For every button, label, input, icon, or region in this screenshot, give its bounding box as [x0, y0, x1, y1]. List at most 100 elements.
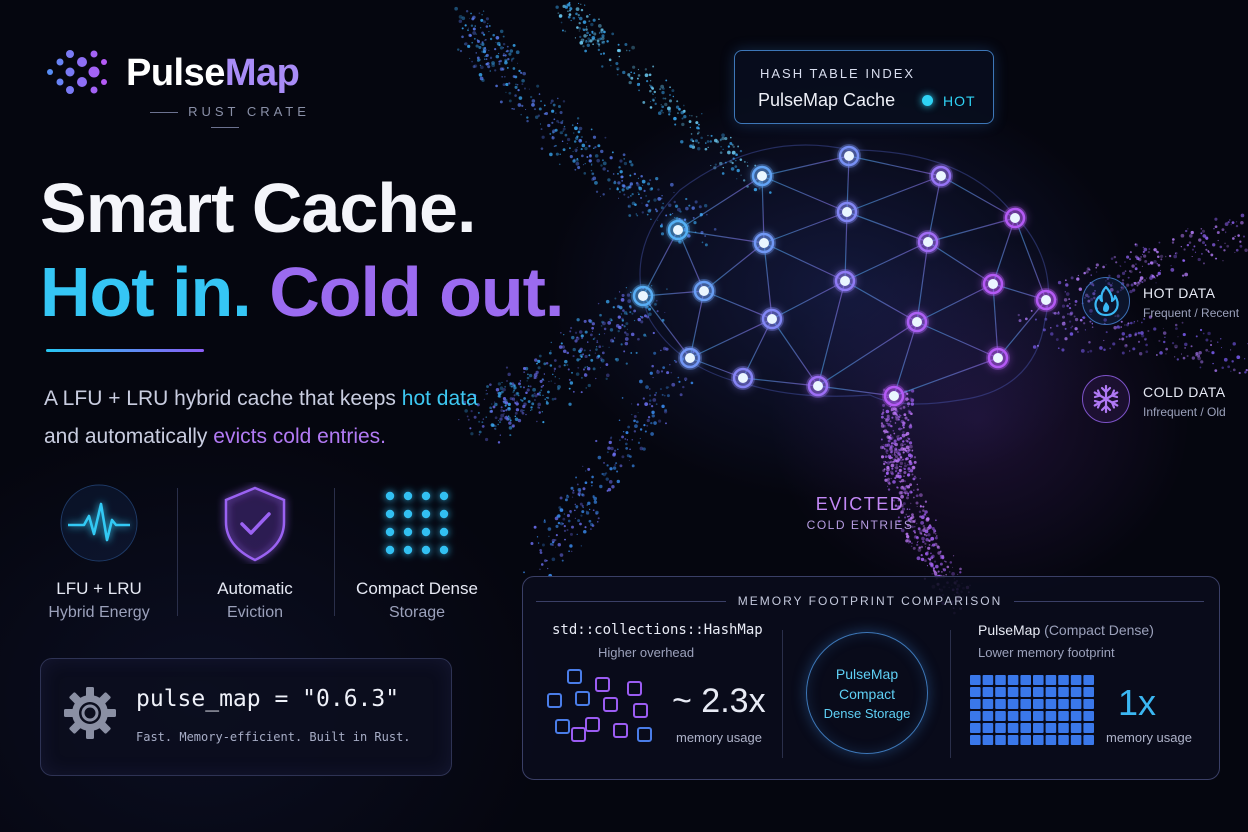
evicted-label: EVICTED: [815, 494, 905, 514]
network-node: [760, 307, 784, 331]
network-node: [929, 164, 953, 188]
dense-block: [1033, 711, 1044, 721]
logo-dot: [56, 78, 64, 86]
evicted-sub: COLD ENTRIES: [806, 518, 914, 532]
network-node: [750, 164, 774, 188]
network-node: [678, 346, 702, 370]
dense-block: [1083, 687, 1094, 697]
dense-block: [1058, 723, 1069, 733]
network-node: [806, 374, 830, 398]
cold-data-sub: Infrequent / Old: [1143, 405, 1226, 419]
flame-icon: [1094, 285, 1119, 317]
dense-block: [982, 687, 994, 697]
scattered-block: [627, 681, 642, 696]
hash-index-status: HOT: [943, 93, 976, 109]
scattered-block: [575, 691, 590, 706]
version-code[interactable]: pulse_map = "0.6.3": [136, 686, 400, 712]
dense-block: [1058, 687, 1069, 697]
hot-data-sub: Frequent / Recent: [1143, 306, 1240, 320]
scattered-block: [637, 727, 652, 742]
dense-block: [995, 723, 1006, 733]
network-edge: [763, 242, 846, 282]
dense-block: [1033, 723, 1044, 733]
dense-block: [1007, 723, 1019, 733]
dense-block: [1070, 675, 1082, 685]
network-edge: [771, 318, 819, 387]
network-edge: [817, 321, 918, 387]
network-edge: [817, 385, 895, 397]
dense-block: [1020, 735, 1031, 745]
network-edge: [916, 283, 994, 323]
dense-block: [1033, 675, 1044, 685]
dense-block: [1070, 735, 1082, 745]
dense-block: [1007, 711, 1019, 721]
network-node: [833, 269, 857, 293]
scattered-block: [571, 727, 586, 742]
network-edge: [763, 242, 773, 320]
dense-block: [1083, 675, 1094, 685]
dense-block: [1020, 723, 1031, 733]
network-edge: [761, 155, 850, 177]
scattered-block: [595, 677, 610, 692]
headline-line2: Hot in. Cold out.: [40, 253, 564, 331]
dense-block: [1045, 723, 1057, 733]
pulsemap-sub: Lower memory footprint: [978, 645, 1115, 660]
network-edge: [844, 241, 929, 282]
dot-grid-icon: [385, 491, 449, 555]
dense-block: [970, 723, 981, 733]
dense-block: [1007, 687, 1019, 697]
logo-dot: [77, 77, 87, 87]
network-edge: [916, 321, 999, 359]
dense-block: [1070, 699, 1082, 709]
std-memory-unit: memory usage: [676, 730, 762, 745]
dense-block: [1007, 699, 1019, 709]
version-subtitle: Fast. Memory-efficient. Built in Rust.: [136, 730, 411, 744]
logo-dots-icon: [47, 50, 107, 94]
dense-block: [982, 711, 994, 721]
scattered-block: [603, 697, 618, 712]
hot-data-title: HOT DATA: [1143, 285, 1216, 301]
dense-block: [995, 687, 1006, 697]
scattered-block: [567, 669, 582, 684]
snowflake-icon: [1093, 384, 1119, 414]
hash-index-title: HASH TABLE INDEX: [760, 66, 916, 81]
network-edge: [997, 299, 1047, 359]
dense-block: [1020, 687, 1031, 697]
dense-block: [1058, 699, 1069, 709]
network-edge: [927, 241, 994, 285]
dense-block: [1045, 735, 1057, 745]
dense-block: [1007, 675, 1019, 685]
scattered-block: [585, 717, 600, 732]
network-edge: [992, 283, 999, 359]
dense-block: [1058, 735, 1069, 745]
network-node: [752, 231, 776, 255]
scattered-block: [547, 693, 562, 708]
network-edge: [677, 229, 765, 244]
network-edge: [761, 175, 848, 213]
dense-block: [1070, 711, 1082, 721]
pulsemap-storage-text: PulseMap Compact Dense Storage: [823, 666, 911, 721]
network-node: [882, 384, 906, 408]
network-edge: [844, 280, 918, 323]
logo-dot: [47, 69, 53, 75]
dense-block: [982, 735, 994, 745]
memory-comparison-title: MEMORY FOOTPRINT COMPARISON: [522, 594, 1218, 608]
logo-dot: [101, 79, 107, 85]
dense-block: [1083, 699, 1094, 709]
dense-block: [1020, 675, 1031, 685]
network-edge: [846, 211, 929, 243]
dense-block: [1045, 711, 1057, 721]
network-node: [631, 284, 655, 308]
heartbeat-icon: [60, 484, 138, 562]
dense-block: [1007, 735, 1019, 745]
memory-divider: [782, 630, 783, 758]
hot-data-badge: [1082, 277, 1130, 325]
dense-block: [1020, 699, 1031, 709]
scattered-blocks-icon: [547, 669, 652, 742]
std-memory-value: ~ 2.3x: [672, 682, 766, 720]
dense-block: [1083, 711, 1094, 721]
logo-dot: [90, 86, 98, 94]
tagline: A LFU + LRU hybrid cache that keeps hot …: [44, 387, 478, 448]
network-edge: [893, 357, 999, 397]
network-edge: [1014, 217, 1047, 301]
